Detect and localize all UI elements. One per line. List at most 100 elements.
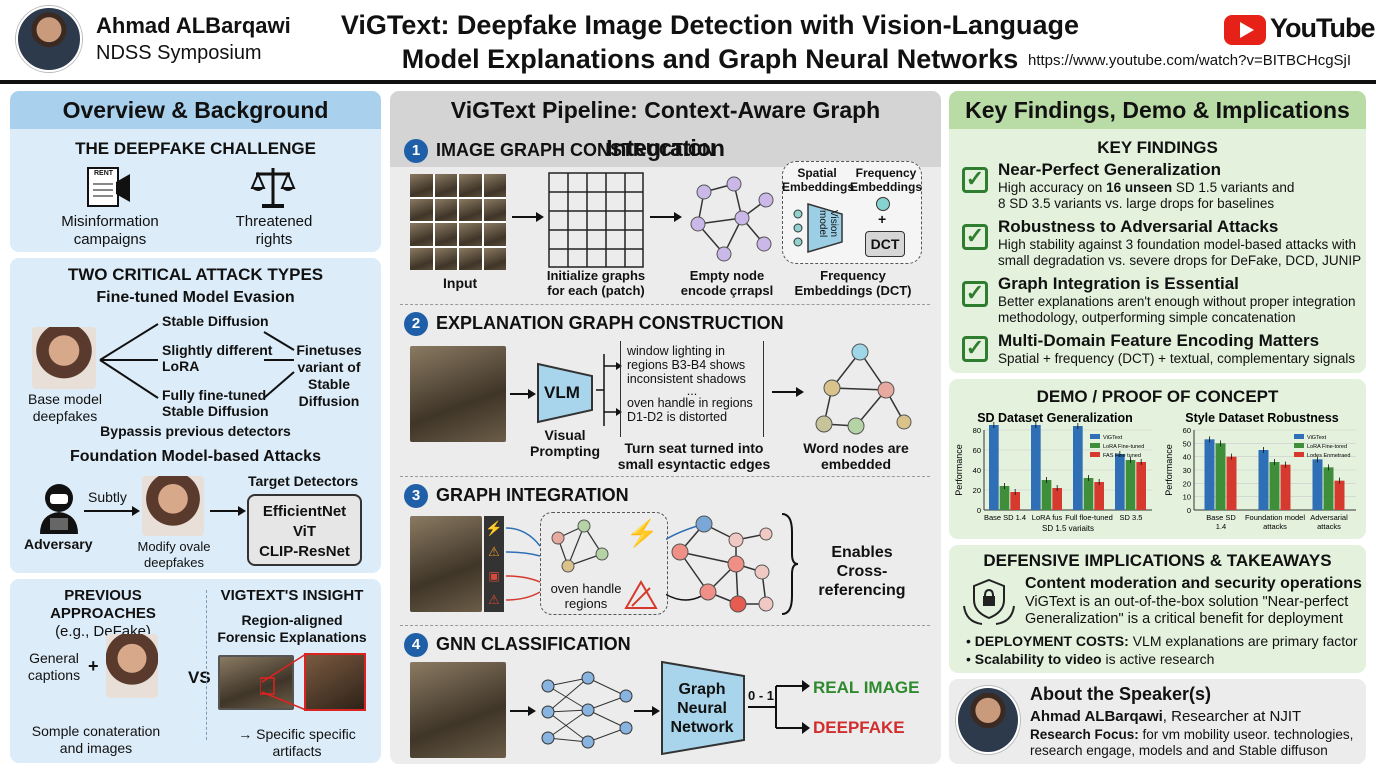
bar-foundation-model-attacks-0 [1258,450,1269,510]
bar-full-floe-tuned-0 [1073,426,1083,510]
check-icon: ✓ [962,336,988,362]
y-tick-label: 50 [1183,439,1191,448]
finding-4-desc: Spatial + frequency (DCT) + textual, com… [998,351,1356,366]
hacker-icon [40,484,78,534]
speaker-heading: About the Speaker(s) [1030,684,1212,704]
bar-base-sd-1.4-0 [989,425,999,510]
dct-box: DCT [865,231,905,257]
subtly-label: Subtly [88,489,127,505]
approach-divider [206,590,207,740]
finding-1-title: Near-Perfect Generalization [998,160,1221,179]
lightning-patch-icon: ⚡ [485,520,503,536]
vlm-output-arrows [596,354,622,426]
legend-swatch [1090,452,1100,457]
modified-deepfake-face [142,476,204,536]
section-divider-3 [400,625,930,626]
y-tick-label: 30 [1183,466,1191,475]
legend-label: FAS Fine tuned [1103,453,1141,459]
arrow-2b [772,387,804,397]
speaker-name: Ahmad ALBarqawi [96,13,291,38]
findings-heading: KEY FINDINGS [1097,138,1218,157]
step-4-title: GNN CLASSIFICATION [436,634,631,654]
chart-sd-generalization: SD Dataset GeneralizationPerformance0204… [954,411,1152,533]
target-detectors-label: Target Detectors [248,473,359,489]
empty-grid [548,172,644,268]
youtube-logo[interactable]: YouTube [1224,12,1375,48]
check-icon: ✓ [962,281,988,307]
poster-title: ViGText: Deepfake Image Detection with V… [340,10,1080,74]
y-tick-label: 60 [1183,426,1191,435]
x-tick-label: SD 3.5 [1120,513,1143,522]
score-range: 0 - 1 [748,688,775,703]
real-image-output: REAL IMAGE [813,678,920,697]
distortion-patch-icon: ⚠ [488,592,500,607]
integration-links [505,527,541,601]
bar-full-floe-tuned-2 [1094,482,1104,510]
chart-title: Style Dataset Robustness [1185,411,1339,425]
bar-foundation-model-attacks-1 [1269,462,1280,510]
video-url[interactable]: https://www.youtube.com/watch?v=BITBCHcg… [1028,52,1352,69]
input-image-grid [410,174,506,270]
caption-face [106,634,158,698]
x-tick-label: Full floe-tuned [1065,513,1113,522]
bar-adversarial-attacks-0 [1312,459,1323,510]
bar-sd-3.5-0 [1115,454,1125,510]
legend-swatch [1090,434,1100,439]
zoom-lines [260,653,307,711]
attacks-sub2: Foundation Model-based Attacks [70,448,321,465]
implications-para: ViGText is an out-of-the-box solution "N… [1025,594,1349,627]
demo-heading: DEMO / PROOF OF CONCEPT [1036,387,1279,406]
bar-base-sd-1.4-2 [1010,492,1020,510]
bar-sd-3.5-2 [1136,462,1146,510]
section-divider-1 [400,304,930,305]
gnn-input-image [410,662,506,758]
step-3-badge: 3 [404,484,428,508]
research-focus: Research Focus: for vm mobility useor. t… [1030,727,1354,758]
scales-icon [250,168,296,208]
implications-bullet-1: • DEPLOYMENT COSTS: VLM explanations are… [966,633,1358,649]
check-icon: ✓ [962,167,988,193]
bar-lora-fus-0 [1031,425,1041,510]
doc-text: RENT [94,170,114,177]
gnn-network-graph [541,671,633,749]
legend-swatch [1294,443,1304,448]
bar-lora-fus-2 [1052,488,1062,510]
adversary-label: Adversary [24,536,93,552]
arrow-4a [510,706,536,716]
empty-node-graph [690,176,774,262]
chart-style-robustness: Style Dataset RobustnessPerformance01020… [1164,411,1356,531]
finding-2-title: Robustness to Adversarial Attacks [998,217,1279,236]
finding-2-desc: High stability against 3 foundation mode… [998,237,1362,268]
input-label: Input [443,275,478,291]
step-4-badge: 4 [404,633,428,657]
gnn-trapezoid [661,660,745,756]
y-tick-label: 20 [973,486,981,495]
freq-plus: + [878,211,887,227]
step-3-title: GRAPH INTEGRATION [436,485,629,505]
right-panel-title: Key Findings, Demo & Implications [949,91,1366,129]
demo-box [949,379,1366,539]
freq-node [876,197,890,211]
output-arrows [748,680,810,734]
explanation-input-image [410,346,506,442]
arrow-1b [650,212,682,222]
vs-label: VS [188,668,211,687]
implications-bullet-2: • Scalability to video is active researc… [966,651,1215,667]
y-axis-label: Performance [954,444,964,496]
finding-3-title: Graph Integration is Essential [998,274,1239,293]
enables-brace [781,513,798,615]
subtly-arrow [84,506,140,516]
finding-3-desc: Better explanations aren't enough withou… [998,294,1356,325]
legend-label: ViGText [1103,435,1123,441]
arrow-2a [510,389,536,399]
venue: NDSS Symposium [96,42,262,64]
oven-image [218,655,294,710]
